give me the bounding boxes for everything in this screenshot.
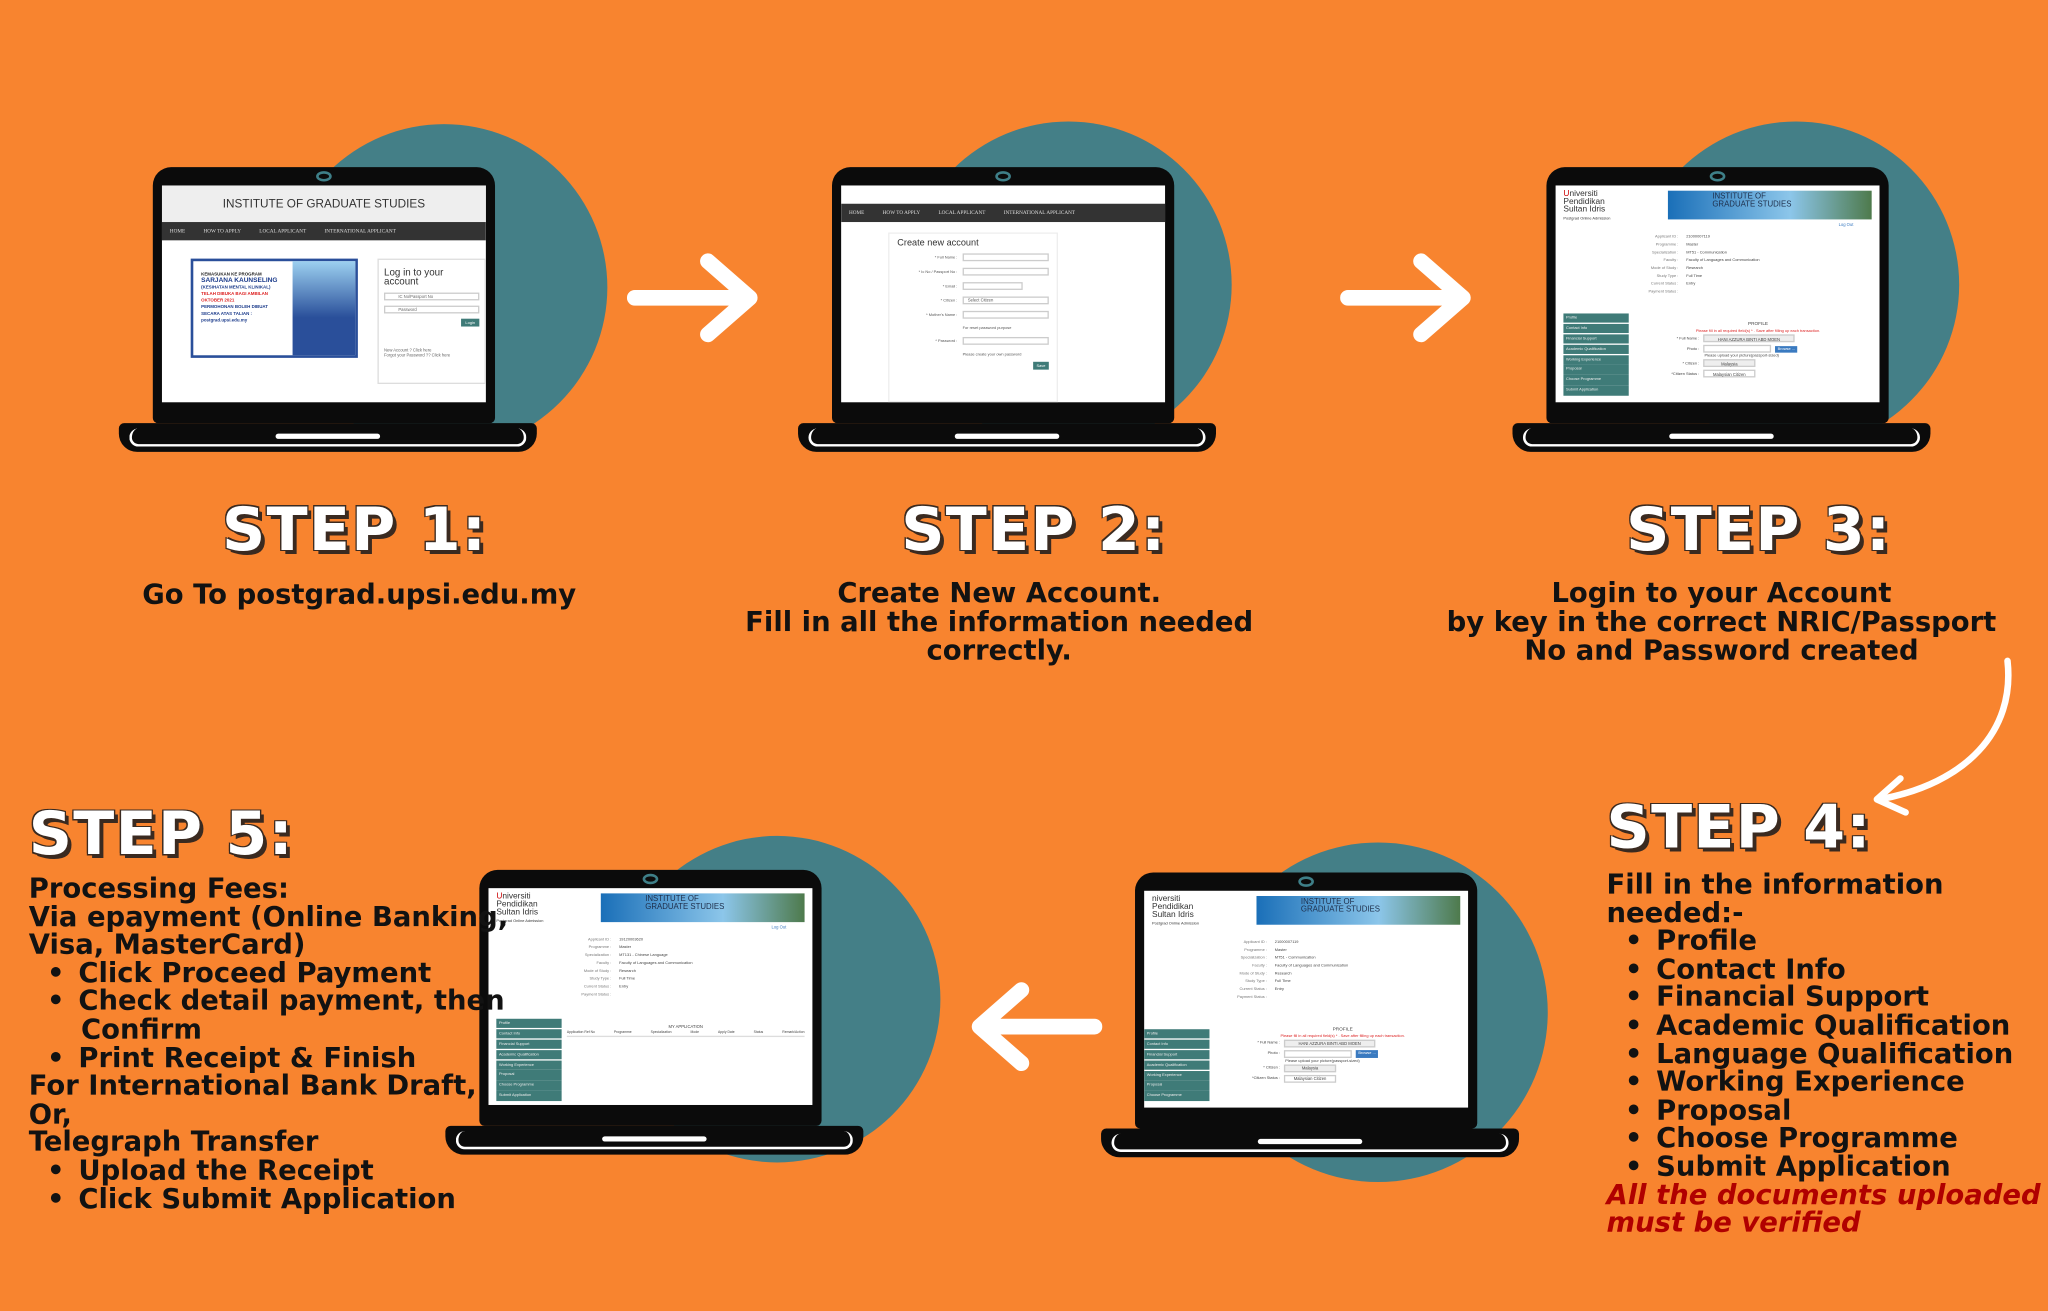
logout-link[interactable]: Log Out [1838,222,1854,228]
ic-input[interactable]: IC No/Passport No [383,292,480,301]
site-nav: HOME HOW TO APPLY LOCAL APPLICANT INTERNATI… [161,222,486,241]
login-title: Log in to your account [383,266,444,288]
laptop-base [798,423,1216,452]
form-title: Create new account [897,239,979,249]
nav-international[interactable]: INTERNATIONAL APPLICANT [324,227,396,234]
list-item: Academic Qualification [1607,1011,2041,1040]
nav-how-to-apply[interactable]: HOW TO APPLY [203,227,241,234]
step1-description: Go To postgrad.upsi.edu.my [142,578,577,610]
step5-title: STEP 5: [28,798,294,869]
list-item: Upload the Receipt [29,1156,508,1185]
save-button[interactable]: Save [1033,361,1049,370]
password-input[interactable] [962,336,1049,345]
register-form: Create new account * Full Name : * Ic No… [888,232,1058,403]
email-input[interactable] [962,282,1023,290]
password-input[interactable]: Password [383,305,480,314]
step4-title: STEP 4: [1606,791,1872,863]
list-item: Print Receipt & Finish [29,1044,508,1072]
mother-name-input[interactable] [962,310,1049,319]
list-item: Profile [1607,927,2041,956]
promo-poster: KEMASUKAN KE PROGRAM SARJANA KAUNSELING … [190,258,358,358]
laptop-base [1512,423,1931,452]
login-panel: Log in to your account IC No/Passport No… [377,258,486,384]
step5-content: Processing Fees:Via epayment (Online Ban… [29,874,508,1213]
curved-arrow-down-icon [1873,657,2012,816]
camera-icon [1709,171,1726,182]
laptop-step1: INSTITUTE OF GRADUATE STUDIES HOME HOW TO… [118,167,537,454]
new-account-link[interactable]: New Account ? Click here [383,347,432,353]
list-item: Submit Application [1607,1152,2041,1181]
camera-icon [642,873,659,885]
profile-form: PROFILE Please fill in all required fiel… [1671,321,1821,378]
list-item: Click Proceed Payment [29,959,508,988]
arrow-right-icon [1340,253,1471,343]
applicant-info: Applicant ID :21000007119 Programme :Mas… [1648,233,1760,294]
list-item: Choose Programme [1607,1124,2041,1153]
ic-passport-input[interactable] [962,267,1049,276]
camera-icon [1298,876,1314,887]
login-page-screenshot: INSTITUTE OF GRADUATE STUDIES HOME HOW TO… [161,185,486,403]
login-button[interactable]: Login [461,318,480,327]
list-item: Proposal [1607,1096,2041,1125]
nav-local[interactable]: LOCAL APPLICANT [259,227,307,234]
menu-submit-application[interactable]: Submit Application [1563,385,1629,396]
citizen-select[interactable]: Select Citizen [962,296,1049,305]
laptop-base [1101,1128,1520,1158]
laptop-base [445,1125,864,1155]
step2-description: Create New Account.Fill in all the infor… [745,577,1254,667]
list-item: Language Qualification [1607,1040,2041,1068]
nav-home[interactable]: HOME [169,227,186,234]
browse-button[interactable]: Browse ... [1775,345,1798,352]
camera-icon [995,171,1011,182]
step1-title: STEP 1: [222,493,488,565]
list-item: Working Experience [1607,1068,2041,1097]
full-name-input[interactable] [962,253,1049,262]
list-item: Click Submit Application [29,1185,508,1213]
poster-photo [292,261,356,356]
site-header: INSTITUTE OF GRADUATE STUDIES [161,185,486,223]
step3-title: STEP 3: [1626,493,1892,565]
arrow-right-icon [626,253,758,343]
camera-icon [316,171,332,182]
laptop-base [118,423,537,452]
list-item: Financial Support [1607,983,2041,1012]
list-item: Check detail payment, then [29,987,508,1016]
forgot-password-link[interactable]: Forgot your Password ?? Click here [383,352,451,358]
step2-title: STEP 2: [901,493,1167,565]
list-item: Contact Info [1607,955,2041,984]
arrow-left-icon [971,982,1103,1072]
